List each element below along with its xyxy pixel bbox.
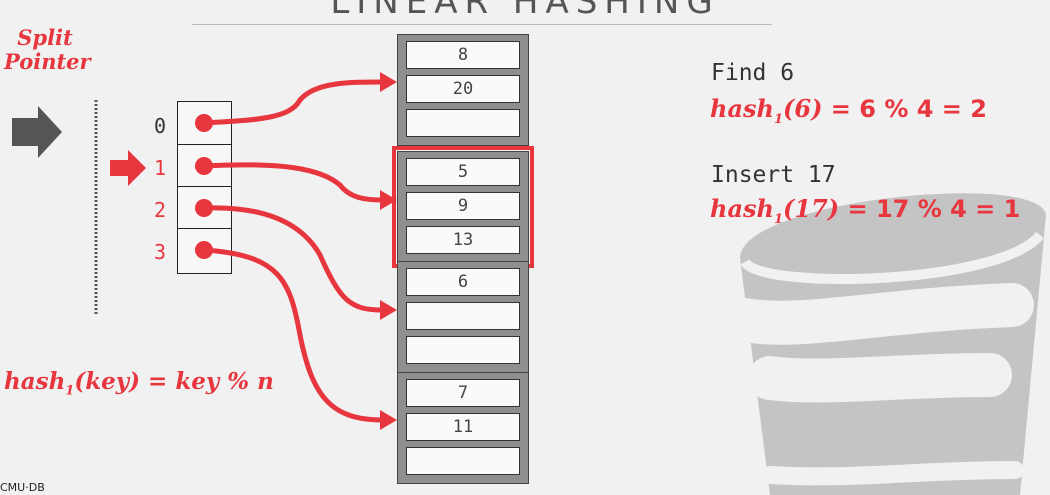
- bucket-0-cell-2: [406, 109, 520, 137]
- pointer-3: [203, 247, 383, 423]
- split-pointer-label: Split Pointer: [4, 25, 91, 74]
- pointer-head-1: [380, 190, 397, 210]
- bucket-3: 7 11: [397, 372, 529, 484]
- title-divider: [192, 24, 772, 25]
- index-1: 1: [153, 156, 167, 180]
- bucket-3-cell-2: [406, 447, 520, 475]
- pointer-head-2: [380, 300, 397, 320]
- pointer-head-0: [380, 72, 397, 92]
- split-pointer-red-arrow: [110, 150, 146, 186]
- bucket-1-cell-2: 13: [406, 226, 520, 254]
- index-2: 2: [153, 198, 167, 222]
- pointer-dot-2: [195, 199, 213, 217]
- bucket-1: 5 9 13: [392, 146, 534, 268]
- bucket-0-cell-1: 20: [406, 75, 520, 103]
- bucket-0: 8 20: [397, 34, 529, 146]
- page-title: LINEAR HASHING: [330, 0, 720, 22]
- pointer-0: [203, 79, 383, 126]
- insert-hash: hash1(17) = 17 % 4 = 1: [710, 194, 1021, 227]
- bucket-3-cell-1: 11: [406, 413, 520, 441]
- pointer-head-3: [380, 410, 397, 430]
- hash-formula: hash1(key) = key % n: [4, 368, 274, 399]
- index-3: 3: [153, 240, 167, 264]
- find-hash: hash1(6) = 6 % 4 = 2: [710, 94, 987, 127]
- find-label: Find 6: [711, 60, 795, 86]
- pointer-dot-1: [195, 157, 213, 175]
- bucket-1-cell-1: 9: [406, 192, 520, 220]
- bucket-2-cell-2: [406, 336, 520, 364]
- pointer-1: [203, 162, 383, 203]
- pointer-dot-3: [195, 241, 213, 259]
- split-pointer-big-arrow: [12, 106, 62, 158]
- bucket-2-cell-1: [406, 302, 520, 330]
- bucket-3-cell-0: 7: [406, 379, 520, 407]
- footer-brand: CMU·DB: [0, 481, 45, 494]
- bucket-0-cell-0: 8: [406, 41, 520, 69]
- bucket-1-cell-0: 5: [406, 158, 520, 186]
- insert-label: Insert 17: [711, 162, 836, 188]
- pointer-2: [203, 205, 383, 313]
- bucket-2-cell-0: 6: [406, 268, 520, 296]
- index-0: 0: [153, 114, 167, 138]
- bucket-2: 6: [397, 261, 529, 373]
- pointer-dot-0: [195, 114, 213, 132]
